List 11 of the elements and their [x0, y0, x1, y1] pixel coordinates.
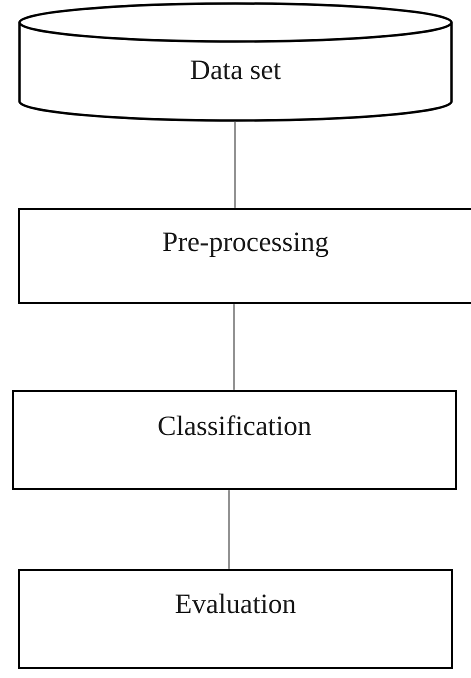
- node-label: Classification: [158, 410, 312, 444]
- node-label: Data set: [190, 54, 281, 88]
- connector-line: [233, 304, 235, 390]
- database-cylinder: [18, 2, 453, 122]
- connector-line: [228, 490, 230, 569]
- process-box: [12, 390, 457, 490]
- process-box: [18, 569, 453, 669]
- node-label: Evaluation: [174, 588, 296, 622]
- node-label: Pre-processing: [162, 226, 329, 260]
- process-box: [18, 208, 471, 304]
- connector-line: [234, 122, 236, 208]
